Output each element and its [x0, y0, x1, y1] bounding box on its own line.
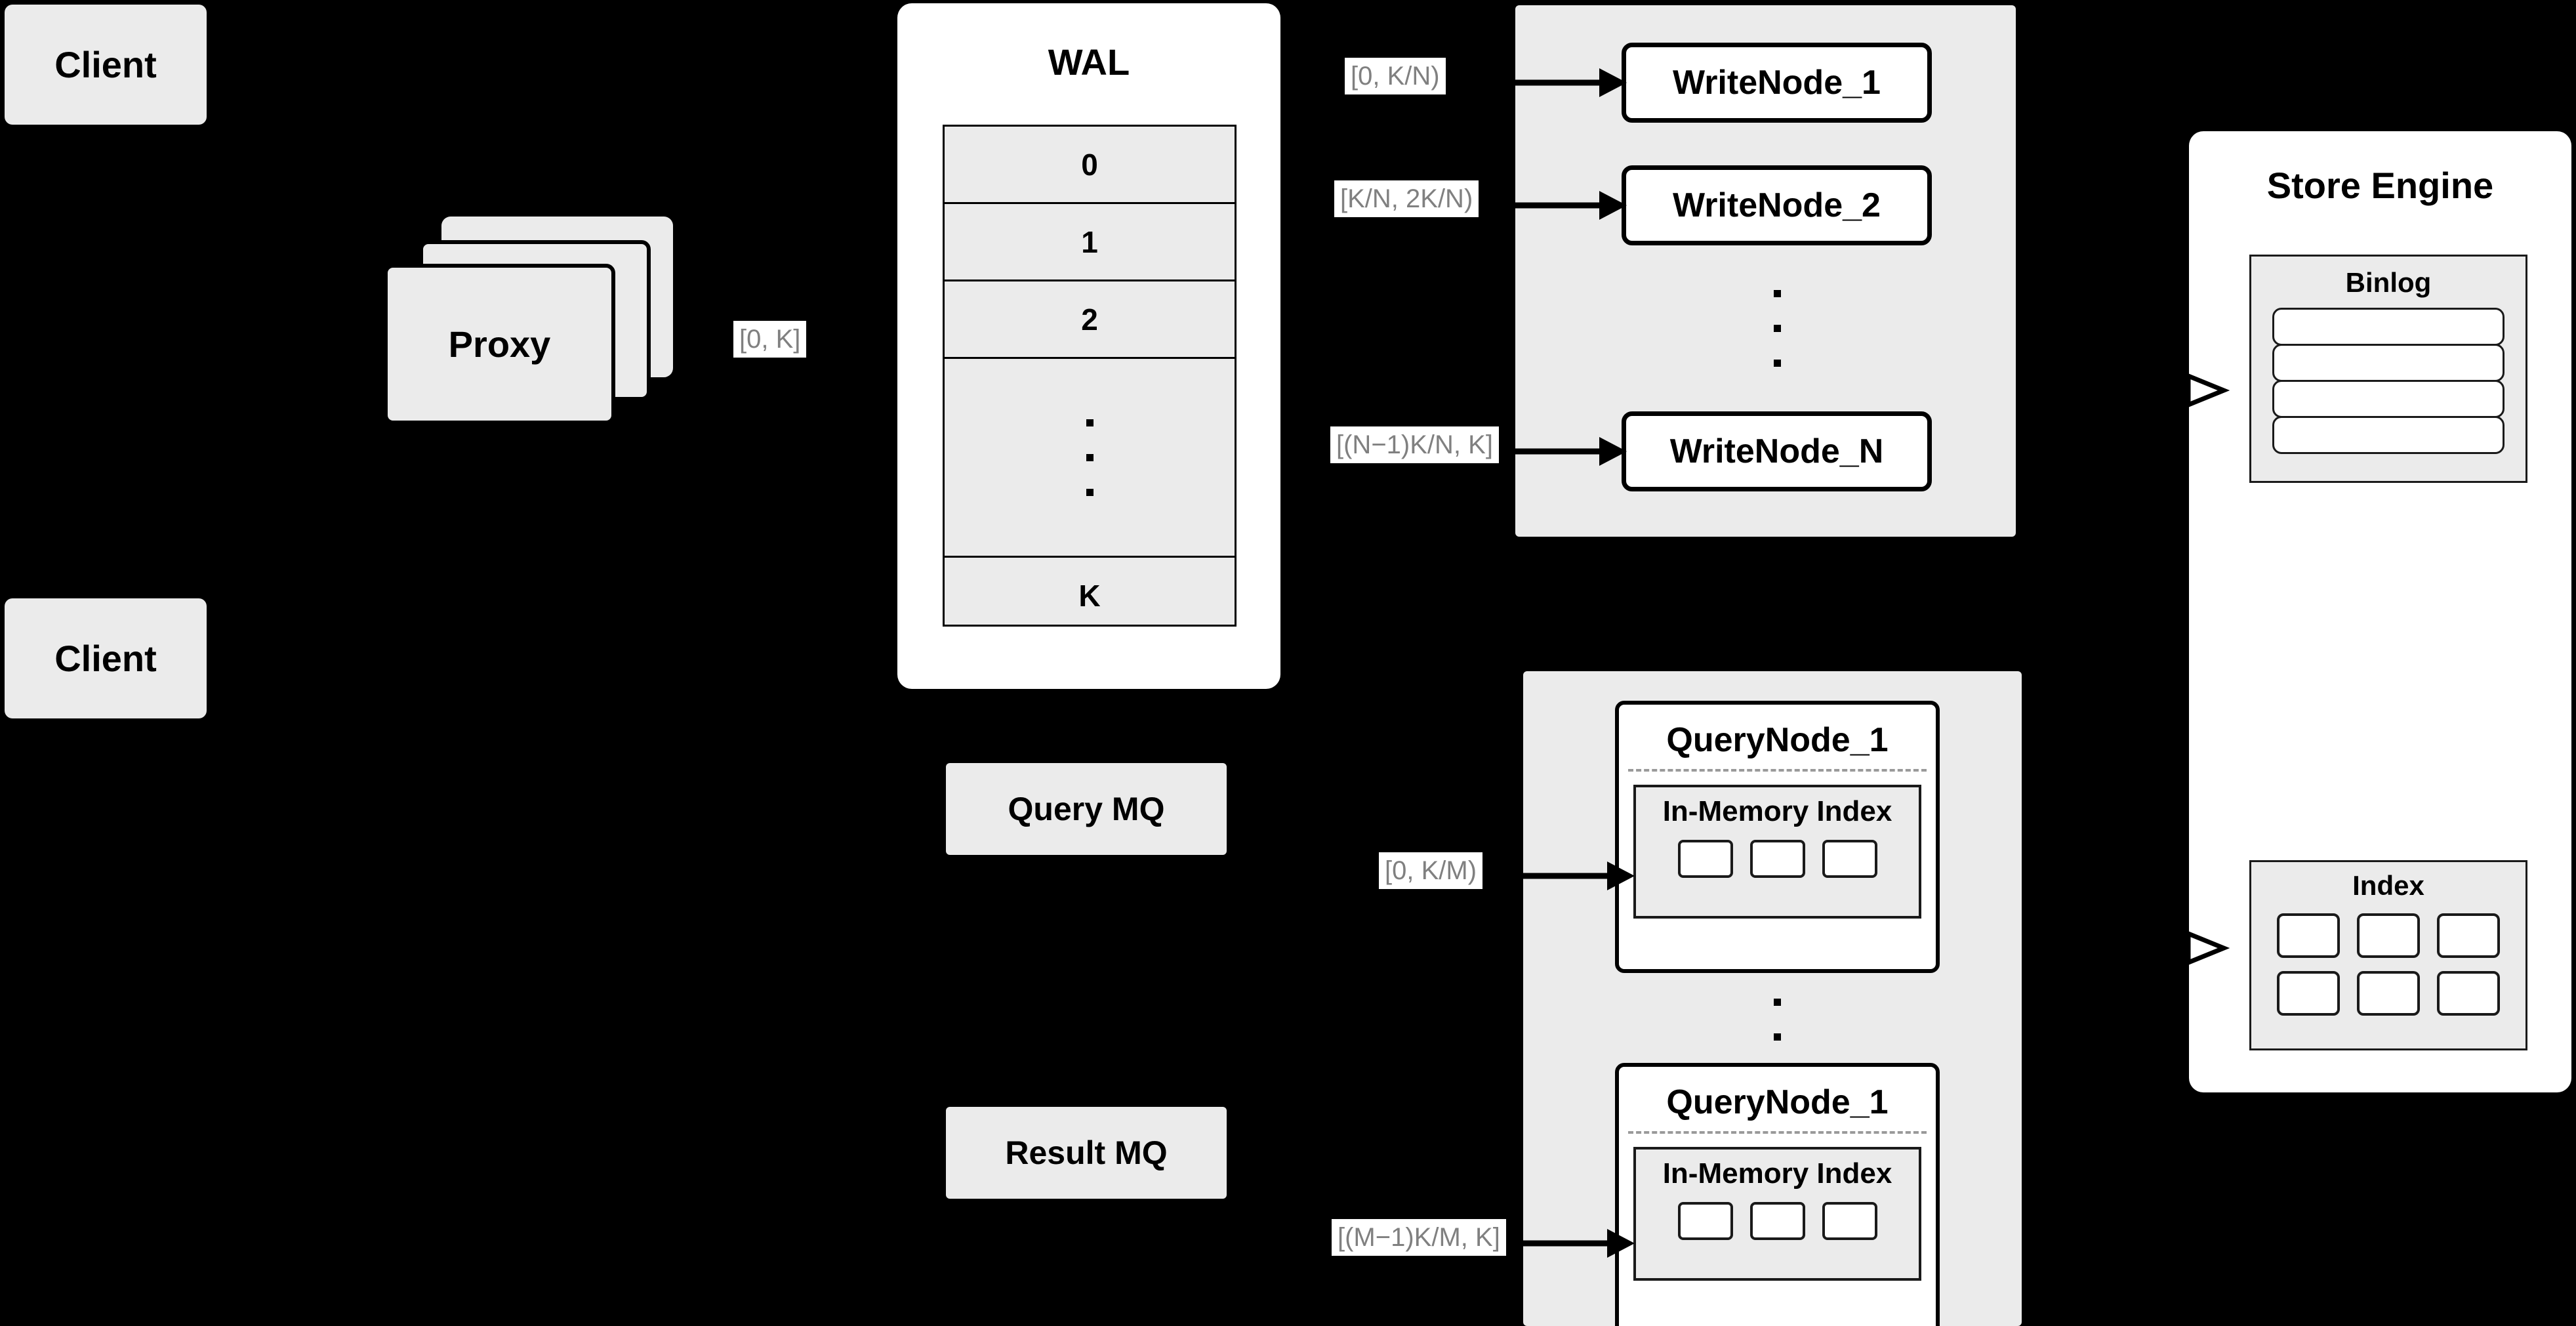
wal-row-2-label: 2 — [1081, 302, 1098, 337]
wal-table: 0 1 2 K — [943, 125, 1237, 627]
wal-row-k[interactable]: K — [945, 558, 1235, 633]
query-node-2-memory-cell-1[interactable] — [1677, 1202, 1733, 1240]
query-node-2-divider — [1628, 1131, 1927, 1134]
arrow-to-query-node-2 — [1523, 1229, 1635, 1258]
write-node-2-label: WriteNode_2 — [1673, 186, 1881, 224]
index-cell-1[interactable] — [2277, 913, 2340, 958]
proxy-box[interactable]: Proxy — [384, 264, 615, 425]
write-node-1[interactable]: WriteNode_1 — [1622, 43, 1932, 123]
write-node-2-range-label: [K/N, 2K/N) — [1334, 180, 1479, 217]
write-node-2[interactable]: WriteNode_2 — [1622, 165, 1932, 245]
query-node-1-memory-index-title: In-Memory Index — [1662, 795, 1892, 827]
client-box-1[interactable]: Client — [5, 5, 207, 125]
arrow-to-binlog — [2150, 372, 2230, 409]
result-mq-label: Result MQ — [1005, 1134, 1168, 1171]
index-cell-5[interactable] — [2357, 971, 2420, 1016]
query-node-2-memory-cell-3[interactable] — [1822, 1202, 1877, 1240]
query-mq-box[interactable]: Query MQ — [946, 763, 1227, 855]
arrow-to-query-node-1 — [1523, 861, 1635, 890]
query-node-2-range-label: [(M−1)K/M, K] — [1332, 1219, 1506, 1256]
index-cell-3[interactable] — [2437, 913, 2500, 958]
proxy-range-label: [0, K] — [733, 321, 807, 358]
query-node-1-memory-cell-3[interactable] — [1822, 840, 1877, 878]
query-node-1-memory-cell-2[interactable] — [1749, 840, 1805, 878]
proxy-label: Proxy — [448, 323, 551, 365]
query-node-1-label: QueryNode_1 — [1666, 721, 1889, 759]
wal-title-wrap: WAL — [897, 41, 1280, 83]
wal-row-0[interactable]: 0 — [945, 127, 1235, 204]
wal-row-2[interactable]: 2 — [945, 281, 1235, 359]
proxy-range-label-wrap: [0, K] — [733, 321, 807, 358]
write-node-1-range-wrap: [0, K/N) — [1345, 58, 1446, 94]
client-label-1: Client — [54, 44, 157, 85]
write-node-n-range-wrap: [(N−1)K/N, K] — [1330, 426, 1499, 463]
binlog-lane-4[interactable] — [2272, 416, 2504, 454]
store-engine-title-wrap: Store Engine — [2189, 164, 2571, 207]
index-cell-2[interactable] — [2357, 913, 2420, 958]
index-box: Index — [2249, 860, 2527, 1050]
query-node-2[interactable]: QueryNode_1 In-Memory Index — [1615, 1063, 1940, 1326]
binlog-title: Binlog — [2345, 267, 2432, 298]
result-mq-box[interactable]: Result MQ — [946, 1107, 1227, 1199]
write-node-n-label: WriteNode_N — [1669, 432, 1884, 470]
index-cell-6[interactable] — [2437, 971, 2500, 1016]
client-box-2[interactable]: Client — [5, 598, 207, 718]
query-mq-label: Query MQ — [1008, 791, 1165, 827]
arrow-to-write-node-n — [1515, 437, 1627, 466]
write-node-n[interactable]: WriteNode_N — [1622, 411, 1932, 491]
wal-title: WAL — [1048, 41, 1130, 83]
binlog-lane-2[interactable] — [2272, 344, 2504, 382]
arrow-to-write-node-1 — [1515, 68, 1627, 97]
query-node-2-range-wrap: [(M−1)K/M, K] — [1332, 1219, 1506, 1256]
binlog-lane-1[interactable] — [2272, 308, 2504, 346]
binlog-lane-3[interactable] — [2272, 380, 2504, 418]
query-node-1-divider — [1628, 769, 1927, 772]
wal-ellipsis-icon — [1086, 405, 1094, 510]
query-node-2-memory-index-title: In-Memory Index — [1662, 1157, 1892, 1190]
wal-row-1[interactable]: 1 — [945, 204, 1235, 281]
write-node-n-range-label: [(N−1)K/N, K] — [1330, 426, 1499, 463]
query-node-2-memory-cell-2[interactable] — [1749, 1202, 1805, 1240]
query-node-1-range-wrap: [0, K/M) — [1379, 852, 1483, 889]
query-node-1-range-label: [0, K/M) — [1379, 852, 1483, 889]
index-cell-4[interactable] — [2277, 971, 2340, 1016]
query-node-1-memory-cell-1[interactable] — [1677, 840, 1733, 878]
arrow-to-index — [2150, 930, 2230, 966]
index-title: Index — [2352, 870, 2424, 901]
write-node-1-label: WriteNode_1 — [1673, 64, 1881, 102]
write-cluster-ellipsis-icon — [1753, 262, 1801, 394]
wal-row-ellipsis — [945, 359, 1235, 558]
wal-row-1-label: 1 — [1081, 224, 1098, 259]
write-node-2-range-wrap: [K/N, 2K/N) — [1334, 180, 1479, 217]
query-node-2-memory-index: In-Memory Index — [1633, 1147, 1921, 1281]
query-node-2-label: QueryNode_1 — [1666, 1083, 1889, 1121]
write-node-1-range-label: [0, K/N) — [1345, 58, 1446, 94]
query-node-1[interactable]: QueryNode_1 In-Memory Index — [1615, 701, 1940, 973]
client-label-2: Client — [54, 638, 157, 679]
wal-row-k-label: K — [1078, 578, 1101, 613]
binlog-box: Binlog — [2249, 255, 2527, 483]
query-node-1-memory-index: In-Memory Index — [1633, 785, 1921, 919]
wal-row-0-label: 0 — [1081, 147, 1098, 182]
store-engine-title: Store Engine — [2266, 165, 2494, 206]
arrow-to-write-node-2 — [1515, 191, 1627, 220]
